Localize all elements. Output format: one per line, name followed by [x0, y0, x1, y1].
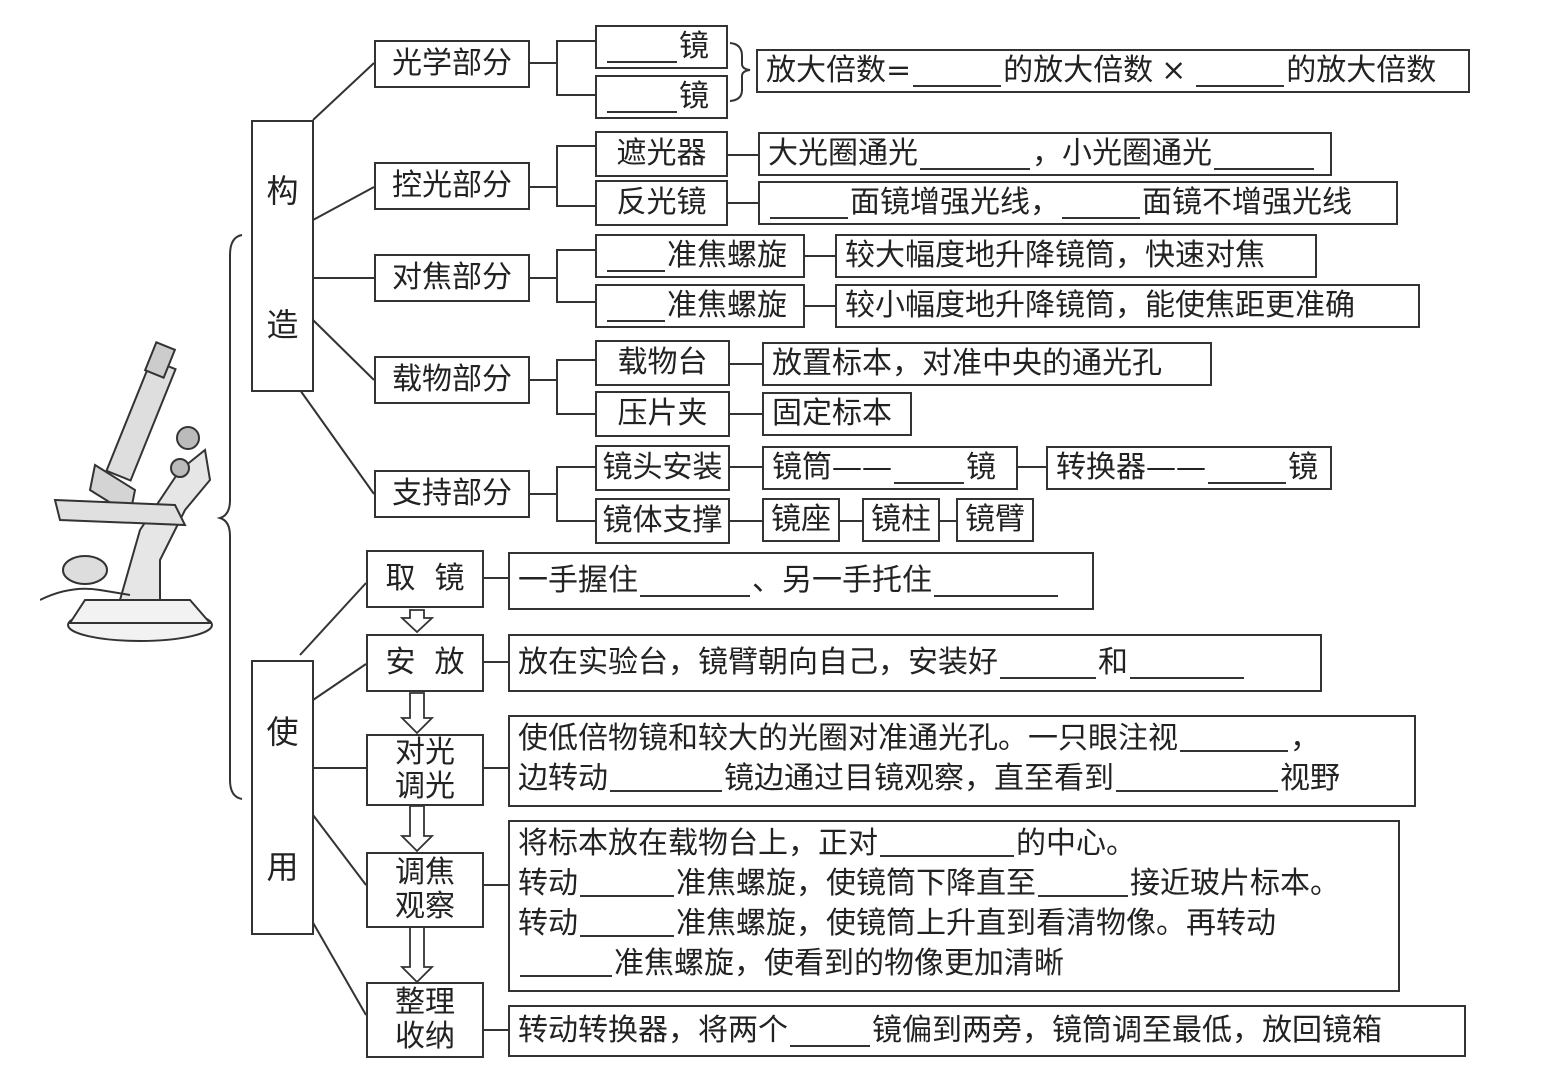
arm-box: 镜臂 — [956, 498, 1034, 542]
construction-char-2: 造 — [266, 306, 299, 344]
usage-box: 使 用 — [251, 660, 314, 935]
step-light: 对光调光 — [366, 734, 484, 806]
construction-char-1: 构 — [266, 172, 299, 210]
microscope-illustration — [40, 341, 213, 642]
coarse-focus-desc: 较大幅度地升降镜筒，快速对焦 — [835, 234, 1317, 278]
step-place-desc: 放在实验台，镜臂朝向自己，安装好和 — [508, 634, 1322, 692]
stage-desc: 放置标本，对准中央的通光孔 — [762, 342, 1212, 386]
usage-char-2: 用 — [266, 848, 299, 887]
tube-box: 镜筒——镜 — [762, 446, 1018, 490]
magnification-box: 放大倍数=的放大倍数×的放大倍数 — [756, 49, 1470, 93]
step-take-desc: 一手握住、另一手托住 — [508, 552, 1094, 610]
part-focus: 对焦部分 — [374, 254, 530, 302]
diaphragm-box: 遮光器 — [595, 131, 728, 177]
clips-box: 压片夹 — [595, 391, 730, 437]
mirror-box: 反光镜 — [595, 180, 728, 226]
pillar-box: 镜柱 — [862, 498, 940, 542]
part-stage: 载物部分 — [374, 356, 530, 404]
part-optical: 光学部分 — [374, 40, 530, 88]
coarse-focus-box: 准焦螺旋 — [595, 234, 805, 278]
nosepiece-box: 转换器——镜 — [1046, 446, 1332, 490]
step-take: 取 镜 — [366, 550, 484, 608]
step-place: 安 放 — [366, 634, 484, 692]
step-tidy: 整理收纳 — [366, 982, 484, 1058]
step-observe: 调焦观察 — [366, 852, 484, 928]
lens-1-box: 镜 — [595, 25, 728, 69]
fine-focus-desc: 较小幅度地升降镜筒，能使焦距更准确 — [835, 284, 1420, 328]
part-light-control: 控光部分 — [374, 162, 530, 210]
body-support-box: 镜体支撑 — [595, 498, 730, 544]
stage-box: 载物台 — [595, 340, 730, 386]
usage-char-1: 使 — [266, 712, 299, 751]
step-tidy-desc: 转动转换器，将两个镜偏到两旁，镜筒调至最低，放回镜箱 — [508, 1005, 1466, 1057]
fine-focus-box: 准焦螺旋 — [595, 284, 805, 328]
mirror-desc: 面镜增强光线，面镜不增强光线 — [758, 181, 1398, 225]
base-box: 镜座 — [762, 498, 840, 542]
step-light-desc: 使低倍物镜和较大的光圈对准通光孔。一只眼注视， 边转动镜边通过目镜观察，直至看到… — [508, 715, 1416, 807]
construction-box: 构 造 — [251, 120, 314, 392]
lens-mount-box: 镜头安装 — [595, 445, 730, 491]
part-support: 支持部分 — [374, 470, 530, 518]
clips-desc: 固定标本 — [762, 392, 912, 436]
diaphragm-desc: 大光圈通光，小光圈通光 — [758, 132, 1332, 176]
lens-2-box: 镜 — [595, 75, 728, 119]
step-observe-desc: 将标本放在载物台上，正对的中心。 转动准焦螺旋，使镜筒下降直至接近玻片标本。 转… — [508, 820, 1400, 992]
